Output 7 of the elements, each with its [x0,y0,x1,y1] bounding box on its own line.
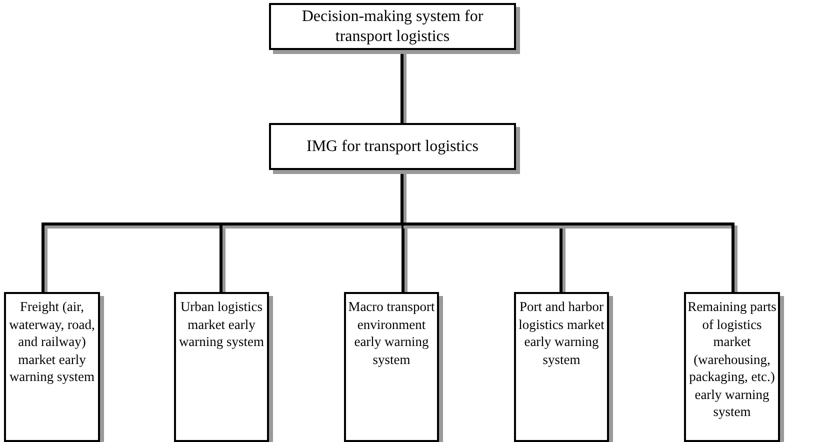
box-label: Decision-making system for transport logistics [300,6,484,46]
box-label: Remaining parts of logistics market (warehousing, packaging, etc.) early warning system [687,298,777,421]
box-label: IMG for transport logistics [306,136,478,156]
box-label: Urban logistics market early warning system [178,298,266,351]
box-label: Freight (air, waterway, road, and railway) market early warning system [8,298,96,386]
box-label: Port and harbor logistics market early warning system [518,298,606,368]
box-label: Macro transport environment early warning system [347,298,436,368]
